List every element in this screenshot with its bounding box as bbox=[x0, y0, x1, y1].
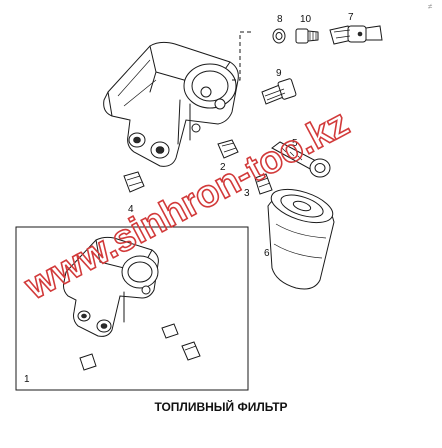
bolt-part-10 bbox=[295, 28, 319, 44]
inset-fitting bbox=[79, 353, 97, 371]
sensor-part-7 bbox=[329, 25, 383, 45]
corner-mark: ≠ bbox=[428, 2, 433, 11]
washer-part-8 bbox=[272, 28, 286, 44]
callout-7: 7 bbox=[348, 12, 354, 23]
callout-1: 1 bbox=[24, 374, 30, 385]
inset-bleed-screw bbox=[181, 341, 201, 361]
fitting-part-9 bbox=[261, 78, 297, 105]
fitting-part-4 bbox=[123, 171, 145, 193]
callout-4: 4 bbox=[128, 204, 134, 215]
inset-plug bbox=[161, 323, 179, 339]
screw-part-3 bbox=[254, 173, 273, 195]
callout-3: 3 bbox=[244, 188, 250, 199]
callout-8: 8 bbox=[277, 14, 283, 25]
inset-frame bbox=[15, 226, 249, 391]
callout-2: 2 bbox=[220, 162, 226, 173]
diagram-caption: ТОПЛИВНЫЙ ФИЛЬТР bbox=[154, 400, 288, 414]
callout-6: 6 bbox=[264, 248, 270, 259]
bolt-part-5 bbox=[271, 141, 331, 178]
callout-10: 10 bbox=[300, 14, 312, 25]
leader-line-dashed bbox=[232, 31, 252, 81]
plug-part-2 bbox=[217, 139, 239, 159]
callout-5: 5 bbox=[292, 138, 298, 149]
filter-head-housing bbox=[103, 41, 239, 167]
inset-filter-head-housing bbox=[63, 236, 159, 337]
filter-cartridge-part-6 bbox=[267, 188, 335, 290]
callout-9: 9 bbox=[276, 68, 282, 79]
